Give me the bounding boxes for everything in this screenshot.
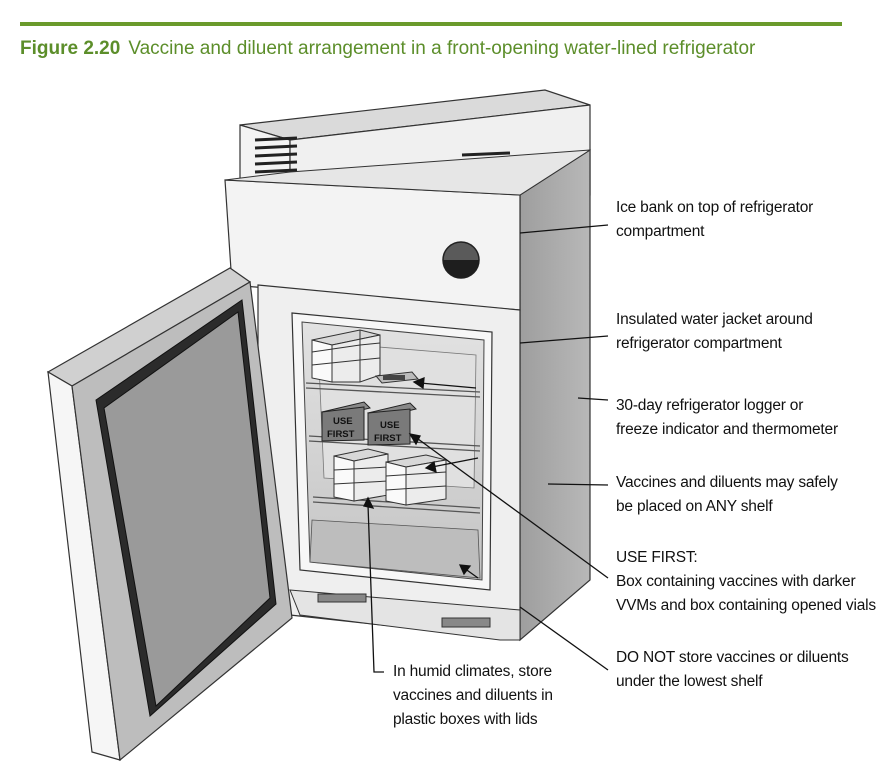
shelves	[305, 382, 481, 514]
cabinet-base	[289, 589, 521, 641]
figure-title: Figure 2.20 Vaccine and diluent arrangeme…	[20, 38, 755, 60]
leader-lines	[367, 224, 609, 673]
use-first-box-2	[367, 402, 417, 446]
callout-any-shelf: Vaccines and diluents may safely be plac…	[616, 474, 838, 515]
door-panel	[103, 311, 271, 708]
use-first-label-2b: FIRST	[374, 433, 402, 444]
callout-ice-bank: Ice bank on top of refrigerator compartm…	[616, 199, 814, 240]
callout-use-first: USE FIRST: Box containing vaccines with …	[616, 549, 876, 614]
vaccine-boxes-top	[311, 329, 381, 383]
figure-number: Figure 2.20	[20, 38, 121, 59]
open-door	[46, 267, 293, 762]
use-first-box-1	[321, 401, 371, 442]
leader-use-first	[413, 435, 609, 579]
arrow-use-first-icon	[408, 433, 421, 446]
shelf-1	[305, 382, 481, 393]
leader-ice-bank	[519, 224, 609, 234]
leader-humid	[367, 504, 384, 673]
logger-icon	[375, 371, 419, 384]
arrow-humid-icon	[363, 496, 375, 509]
title-rule	[20, 22, 842, 26]
dial-icon	[442, 241, 480, 279]
arrow-any-shelf-icon	[424, 460, 437, 474]
leader-lowest-shelf	[519, 606, 609, 671]
figure-caption: Vaccine and diluent arrangement in a fro…	[128, 38, 756, 59]
cabinet-side	[519, 148, 591, 642]
use-first-label-1b: FIRST	[327, 429, 355, 440]
leader-water-jacket	[519, 335, 609, 344]
callout-lowest-shelf: DO NOT store vaccines or diluents under …	[616, 649, 849, 690]
arrow-logger-icon	[412, 376, 425, 390]
leader-logger-body	[577, 397, 609, 401]
vent-left-icon	[254, 136, 298, 174]
callout-water-jacket: Insulated water jacket around refrigerat…	[616, 311, 813, 352]
arrow-lowest-shelf-icon	[458, 564, 472, 576]
callout-humid: In humid climates, store vaccines and di…	[393, 663, 553, 728]
use-first-label-1a: USE	[333, 416, 353, 427]
leader-any-shelf	[547, 483, 609, 486]
callout-logger: 30-day refrigerator logger or freeze ind…	[616, 397, 838, 438]
arrows	[363, 376, 479, 579]
use-first-label-2a: USE	[380, 420, 400, 431]
